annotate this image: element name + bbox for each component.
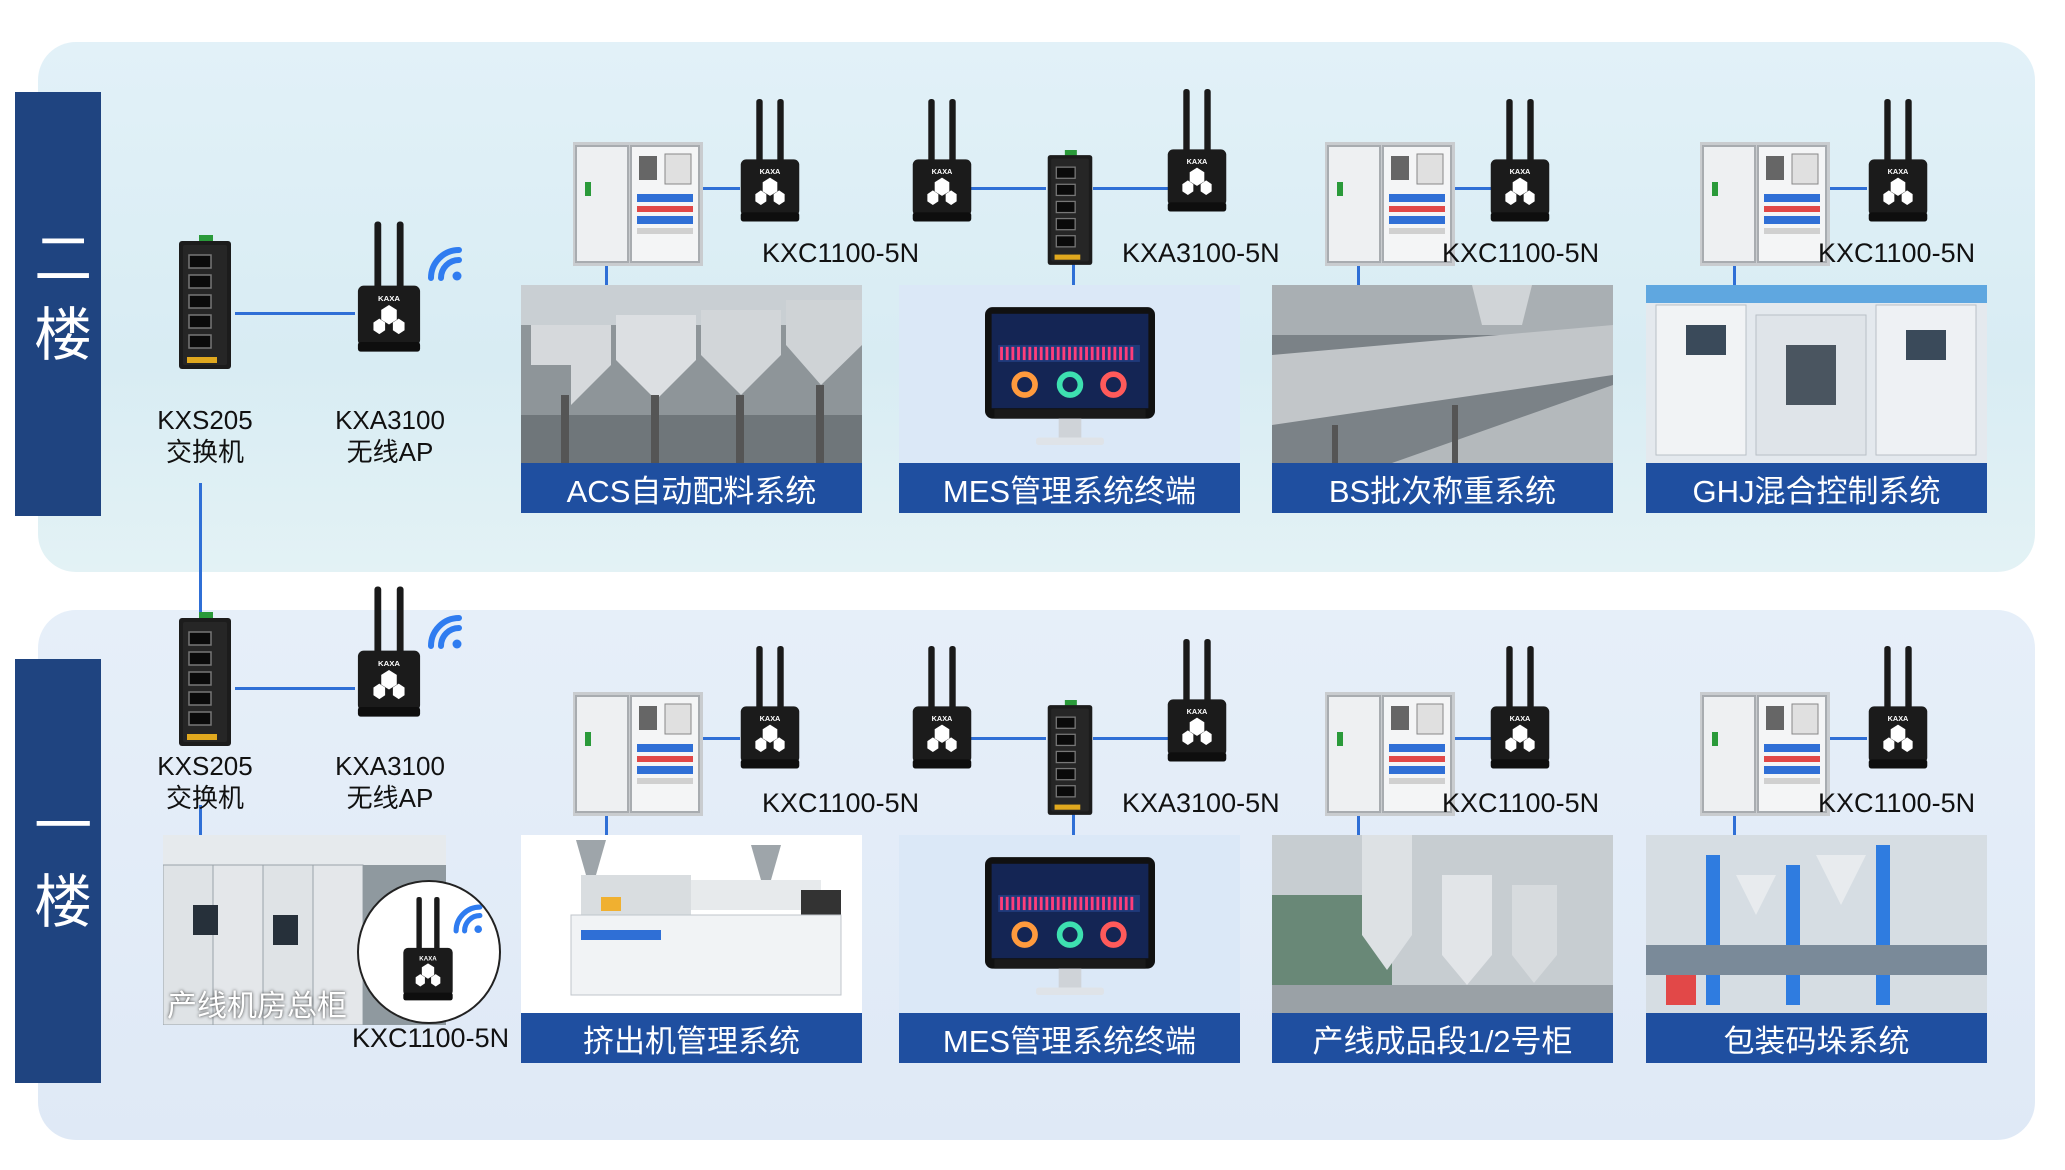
system-caption: 包装码垛系统 bbox=[1646, 1013, 1987, 1063]
system-caption: ACS自动配料系统 bbox=[521, 463, 862, 513]
system-caption: 产线成品段1/2号柜 bbox=[1272, 1013, 1613, 1063]
wifi-icon bbox=[451, 902, 485, 936]
switch-label: KXS205 交换机 bbox=[140, 405, 270, 468]
floor-2-label: 二楼 bbox=[15, 92, 101, 516]
router-icon bbox=[1488, 645, 1552, 775]
system-card: 产线成品段1/2号柜 bbox=[1272, 835, 1613, 1063]
ap-type: 无线AP bbox=[346, 782, 434, 813]
switch-model: KXS205 bbox=[157, 405, 253, 435]
switch-icon bbox=[1042, 700, 1098, 820]
link-line bbox=[1072, 805, 1075, 835]
link-line bbox=[966, 737, 1046, 740]
device-model: KXA3100-5N bbox=[1122, 238, 1280, 268]
system-card: ACS自动配料系统 bbox=[521, 285, 862, 513]
router-icon bbox=[1866, 98, 1930, 228]
trunk-line bbox=[199, 483, 202, 618]
room-device-badge bbox=[357, 880, 501, 1024]
switch-type: 交换机 bbox=[165, 436, 244, 467]
switch-icon bbox=[170, 235, 240, 375]
wireless-ap-icon bbox=[355, 577, 423, 732]
switch-type: 交换机 bbox=[165, 782, 244, 813]
link-line bbox=[1827, 187, 1867, 190]
mes-terminal-photo bbox=[899, 285, 1240, 463]
mes-terminal-photo bbox=[899, 835, 1240, 1013]
device-model: KXC1100-5N bbox=[762, 238, 920, 268]
link-line bbox=[235, 312, 355, 315]
system-card: BS批次称重系统 bbox=[1272, 285, 1613, 513]
control-cabinet-icon bbox=[1700, 692, 1830, 816]
wireless-ap-icon bbox=[355, 212, 423, 367]
router-icon bbox=[910, 98, 974, 228]
system-card: MES管理系统终端 bbox=[899, 835, 1240, 1063]
ap-model: KXA3100 bbox=[335, 751, 445, 781]
control-cabinet-icon bbox=[1325, 692, 1455, 816]
switch-label: KXS205 交换机 bbox=[140, 751, 270, 814]
extruder-photo bbox=[521, 835, 862, 1013]
ap-model: KXA3100 bbox=[335, 405, 445, 435]
device-model: KXC1100-5N bbox=[1442, 788, 1600, 818]
device-model: KXC1100-5N bbox=[762, 788, 920, 818]
router-icon bbox=[738, 98, 802, 228]
system-card: 挤出机管理系统 bbox=[521, 835, 862, 1063]
link-line bbox=[1452, 187, 1492, 190]
system-caption: GHJ混合控制系统 bbox=[1646, 463, 1987, 513]
control-cabinet-icon bbox=[1325, 142, 1455, 266]
system-caption: MES管理系统终端 bbox=[899, 1013, 1240, 1063]
device-model: KXC1100-5N bbox=[1442, 238, 1600, 268]
floor-1-label: 一楼 bbox=[15, 659, 101, 1083]
system-card: MES管理系统终端 bbox=[899, 285, 1240, 513]
wifi-icon bbox=[425, 612, 465, 652]
link-line bbox=[1452, 737, 1492, 740]
production-line-photo bbox=[1272, 835, 1613, 1013]
system-caption: MES管理系统终端 bbox=[899, 463, 1240, 513]
router-icon bbox=[1488, 98, 1552, 228]
device-model: KXC1100-5N bbox=[1818, 238, 1976, 268]
switch-icon bbox=[1042, 150, 1098, 270]
batching-silo-photo bbox=[521, 285, 862, 463]
link-line bbox=[700, 187, 740, 190]
switch-icon bbox=[170, 612, 240, 752]
room-label: 产线机房总柜 bbox=[167, 990, 347, 1023]
wifi-icon bbox=[425, 244, 465, 284]
device-model: KXC1100-5N bbox=[352, 1023, 510, 1053]
control-cabinet-icon bbox=[573, 142, 703, 266]
system-caption: 挤出机管理系统 bbox=[521, 1013, 862, 1063]
router-icon bbox=[738, 645, 802, 775]
ap-label: KXA3100 无线AP bbox=[320, 751, 460, 814]
link-line bbox=[199, 805, 202, 835]
mixing-machine-photo bbox=[1646, 285, 1987, 463]
ap-label: KXA3100 无线AP bbox=[320, 405, 460, 468]
ap-type: 无线AP bbox=[346, 436, 434, 467]
link-line bbox=[700, 737, 740, 740]
system-card: 包装码垛系统 bbox=[1646, 835, 1987, 1063]
device-model: KXC1100-5N bbox=[1818, 788, 1976, 818]
packaging-palletizing-photo bbox=[1646, 835, 1987, 1013]
control-cabinet-icon bbox=[573, 692, 703, 816]
router-icon bbox=[1866, 645, 1930, 775]
device-model: KXA3100-5N bbox=[1122, 788, 1280, 818]
link-line bbox=[235, 687, 355, 690]
link-line bbox=[1072, 255, 1075, 285]
link-line bbox=[966, 187, 1046, 190]
router-icon bbox=[910, 645, 974, 775]
weighing-conveyor-photo bbox=[1272, 285, 1613, 463]
router-icon bbox=[401, 892, 455, 1010]
router-icon bbox=[1165, 638, 1229, 768]
link-line bbox=[1093, 187, 1173, 190]
router-icon bbox=[1165, 88, 1229, 218]
system-caption: BS批次称重系统 bbox=[1272, 463, 1613, 513]
control-cabinet-icon bbox=[1700, 142, 1830, 266]
switch-model: KXS205 bbox=[157, 751, 253, 781]
link-line bbox=[1827, 737, 1867, 740]
link-line bbox=[1093, 737, 1173, 740]
system-card: GHJ混合控制系统 bbox=[1646, 285, 1987, 513]
